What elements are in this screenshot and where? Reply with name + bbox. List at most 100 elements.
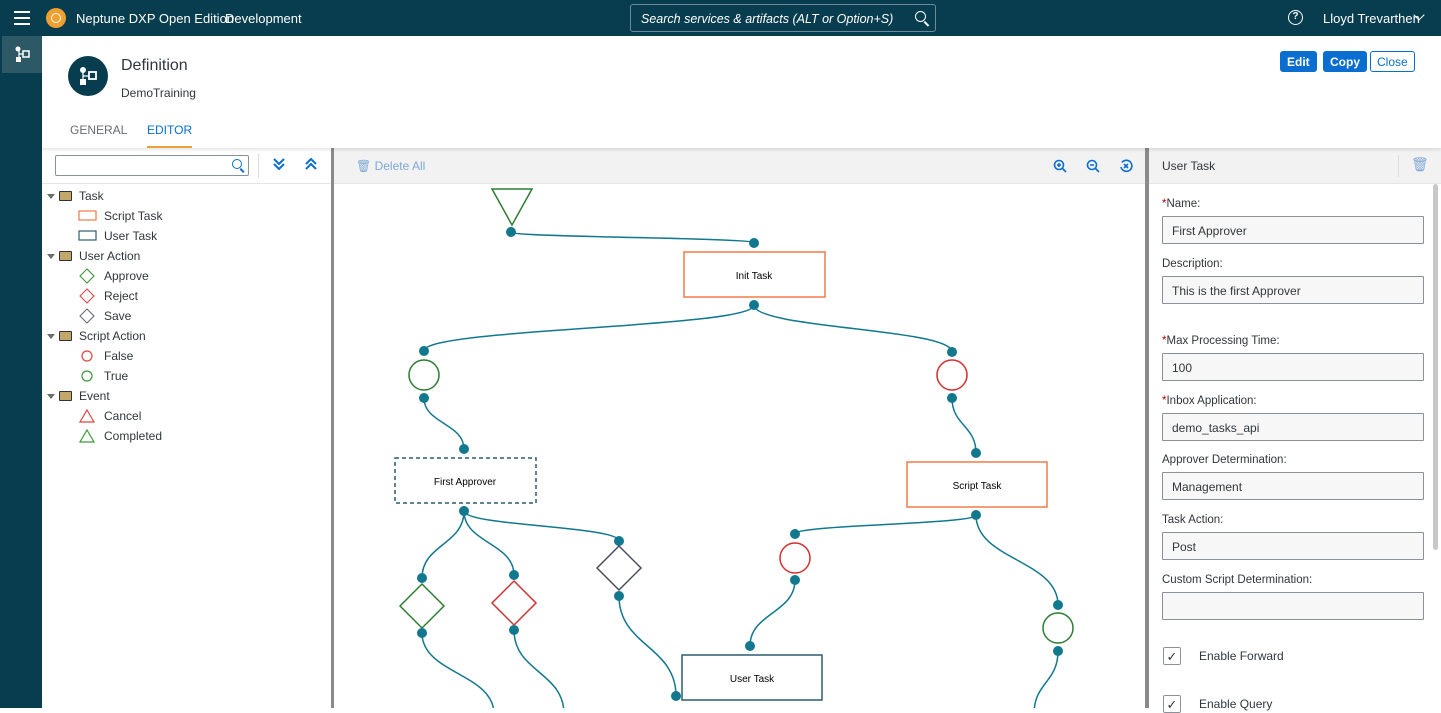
copy-button[interactable]: Copy [1323, 51, 1367, 72]
connection-port[interactable] [947, 393, 957, 403]
field-input[interactable] [1162, 592, 1424, 620]
search-icon[interactable] [915, 11, 926, 22]
connection-port[interactable] [947, 347, 957, 357]
item-label: False [104, 349, 134, 363]
rail-item-workflow[interactable] [2, 36, 42, 73]
side-rail [0, 36, 42, 708]
search-icon[interactable] [232, 159, 242, 169]
script-task-node[interactable] [906, 461, 1048, 508]
checkbox[interactable]: ✓ [1163, 647, 1181, 665]
collapse-all-icon[interactable] [304, 157, 318, 171]
reset-zoom-icon[interactable] [1119, 159, 1133, 173]
true-circle-node[interactable] [1042, 612, 1074, 644]
connection-port[interactable] [419, 346, 429, 356]
connection-port[interactable] [971, 510, 981, 520]
connection-port[interactable] [509, 625, 519, 635]
palette-search-input[interactable] [55, 155, 249, 176]
edge[interactable] [975, 514, 1059, 606]
connection-port[interactable] [790, 575, 800, 585]
save-diamond-node[interactable] [595, 544, 643, 592]
edge[interactable] [1033, 650, 1059, 708]
connection-port[interactable] [1053, 646, 1063, 656]
edge[interactable] [423, 397, 465, 450]
user-menu[interactable]: Lloyd Trevarthen [1323, 11, 1420, 26]
palette-group[interactable]: Task [42, 186, 322, 206]
edge[interactable] [463, 510, 515, 576]
caret-down-icon[interactable] [47, 334, 55, 343]
connection-port[interactable] [419, 393, 429, 403]
caret-down-icon[interactable] [47, 254, 55, 263]
caret-down-icon[interactable] [47, 194, 55, 203]
tab-general[interactable]: GENERAL [70, 123, 128, 137]
zoom-out-icon[interactable] [1086, 159, 1100, 173]
false-circle-node[interactable] [779, 542, 811, 574]
object-header: Definition DemoTraining GENERAL EDITOR E… [42, 36, 1441, 148]
connection-port[interactable] [790, 529, 800, 539]
edge[interactable] [423, 304, 755, 352]
edge[interactable] [951, 397, 977, 454]
edge[interactable] [421, 510, 465, 579]
edit-button[interactable]: Edit [1280, 51, 1317, 72]
connection-port[interactable] [745, 641, 755, 651]
connection-port[interactable] [671, 691, 681, 701]
field-input[interactable]: 100 [1162, 353, 1424, 381]
field-input[interactable]: demo_tasks_api [1162, 413, 1424, 441]
false-circle-node[interactable] [936, 359, 968, 391]
connection-port[interactable] [749, 238, 759, 248]
palette-group[interactable]: Event [42, 386, 322, 406]
connection-port[interactable] [614, 591, 624, 601]
connection-port[interactable] [506, 227, 516, 237]
connection-port[interactable] [749, 300, 759, 310]
field-input[interactable]: Management [1162, 472, 1424, 500]
edge[interactable] [510, 231, 755, 244]
field-input[interactable]: First Approver [1162, 216, 1424, 244]
edge[interactable] [618, 595, 677, 697]
caret-down-icon[interactable] [47, 394, 55, 403]
init-task-node[interactable] [683, 251, 826, 298]
tab-editor[interactable]: EDITOR [147, 123, 193, 148]
global-search-input[interactable]: Search services & artifacts (ALT or Opti… [630, 4, 936, 32]
field-input[interactable]: Post [1162, 532, 1424, 560]
group-label: User Action [79, 249, 141, 263]
delete-all-button[interactable]: 🗑 Delete All [356, 159, 425, 173]
expand-all-icon[interactable] [272, 157, 286, 171]
user-task-node[interactable] [681, 654, 823, 701]
true-circle-node[interactable] [408, 359, 440, 391]
start-event-triangle[interactable] [490, 188, 534, 227]
properties-scrollbar[interactable] [1433, 184, 1438, 550]
checkbox[interactable]: ✓ [1163, 695, 1181, 713]
approve-diamond-node[interactable] [398, 582, 446, 630]
zoom-in-icon[interactable] [1053, 159, 1067, 173]
edge[interactable] [513, 629, 565, 708]
palette-group[interactable]: Script Action [42, 326, 322, 346]
menu-icon[interactable] [14, 11, 30, 25]
field-input[interactable]: This is the first Approver [1162, 276, 1424, 304]
connection-port[interactable] [614, 536, 624, 546]
folder-icon [59, 251, 72, 261]
connection-port[interactable] [971, 448, 981, 458]
field-label: *Max Processing Time: [1162, 335, 1280, 347]
connection-port[interactable] [459, 506, 469, 516]
connection-port[interactable] [417, 573, 427, 583]
edge[interactable] [794, 514, 977, 535]
reject-diamond-node[interactable] [490, 579, 538, 627]
workflow-canvas[interactable]: 🗑 Delete All Init Task First Approver Sc… [334, 148, 1146, 708]
group-label: Script Action [79, 329, 146, 343]
palette-group[interactable]: User Action [42, 246, 322, 266]
edge[interactable] [749, 579, 796, 647]
trash-icon[interactable]: 🗑 [1411, 156, 1429, 172]
first-approver-node[interactable] [394, 457, 537, 504]
splitter[interactable] [1145, 148, 1149, 708]
edge[interactable] [753, 304, 953, 353]
connection-port[interactable] [1053, 600, 1063, 610]
help-icon[interactable]: ? [1288, 10, 1303, 25]
connection-port[interactable] [509, 570, 519, 580]
splitter[interactable] [331, 148, 335, 708]
connection-port[interactable] [417, 628, 427, 638]
neptune-logo[interactable] [46, 8, 66, 28]
connection-port[interactable] [459, 444, 469, 454]
edge[interactable] [463, 510, 620, 542]
workflow-diagram[interactable]: Init Task First Approver Script Task Use… [334, 184, 1146, 708]
edge[interactable] [421, 632, 494, 708]
close-button[interactable]: Close [1370, 51, 1415, 72]
